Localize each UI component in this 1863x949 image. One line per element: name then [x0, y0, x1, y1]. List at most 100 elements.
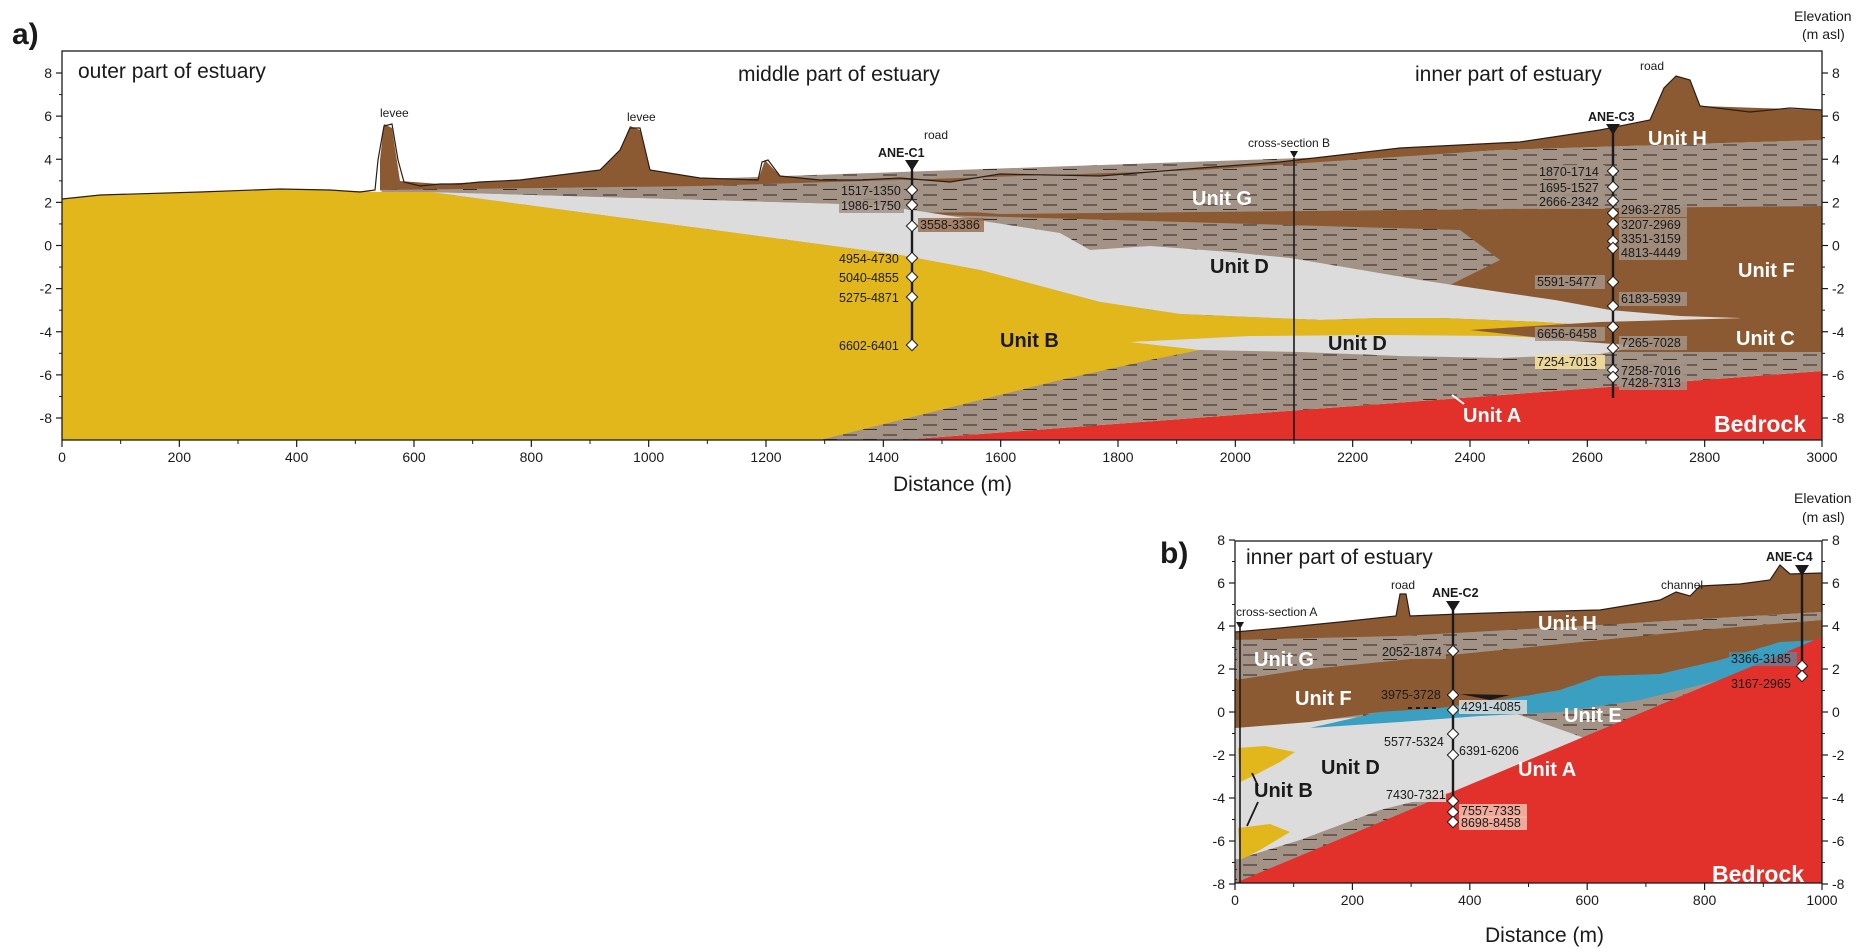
- x-tick-label: 2200: [1337, 449, 1368, 465]
- y-tick-label: 0: [1832, 238, 1840, 254]
- core-c1-label: ANE-C1: [878, 146, 925, 160]
- y-tick-label: -6: [1832, 367, 1845, 383]
- age-label: 5040-4855: [839, 271, 899, 285]
- unit-h-layer: [380, 76, 1822, 190]
- y-tick-label: -6: [1832, 833, 1845, 849]
- x-tick-label: 2000: [1220, 449, 1251, 465]
- age-label: 7428-7313: [1621, 376, 1681, 390]
- unit-a-arrow-a: [1451, 394, 1465, 405]
- core-c2-ages: 2052-1874 3975-3728 4291-4085 5577-5324 …: [1380, 645, 1527, 830]
- x-tick-label: 800: [520, 449, 544, 465]
- y-tick-label: -4: [40, 324, 53, 340]
- age-label: 3167-2965: [1731, 677, 1791, 691]
- x-tick-label: 400: [285, 449, 309, 465]
- panel-a: a) cross-section B: [12, 8, 1852, 496]
- unit-d-label-a-lower: Unit D: [1328, 333, 1387, 355]
- unit-d-label-b: Unit D: [1321, 757, 1380, 779]
- age-label: 6656-6458: [1537, 327, 1597, 341]
- age-label: 4954-4730: [839, 252, 899, 266]
- bedrock-label-a: Bedrock: [1714, 411, 1806, 437]
- age-label: 7557-7335: [1461, 804, 1521, 818]
- zone-title-outer: outer part of estuary: [78, 60, 266, 83]
- core-c3-ages: 1870-1714 1695-1527 2666-2342 2963-2785 …: [1535, 165, 1687, 390]
- y-tick-label: 6: [1217, 575, 1225, 591]
- x-tick-label: 3000: [1806, 449, 1837, 465]
- x-tick-label: 600: [402, 449, 426, 465]
- unit-b-arrow-upper: [1251, 772, 1259, 787]
- age-label: 5591-5477: [1537, 275, 1597, 289]
- age-label: 2666-2342: [1539, 195, 1599, 209]
- core-c3-marker: [1606, 124, 1620, 135]
- y-tick-label: -4: [1213, 790, 1226, 806]
- zone-title-inner: inner part of estuary: [1415, 63, 1602, 86]
- unit-c-layer: [1470, 316, 1822, 352]
- unit-f-layer-b: [1235, 620, 1822, 728]
- unit-e-pinch: [1460, 694, 1510, 700]
- bedrock-label-b: Bedrock: [1712, 861, 1804, 887]
- x-tick-label: 400: [1458, 892, 1482, 908]
- y-tick-label: -8: [40, 410, 53, 426]
- panel-a-label: a): [12, 18, 39, 51]
- cross-section-b-marker: [1290, 151, 1298, 158]
- unit-b-sand: [62, 189, 1740, 440]
- y-tick-label: -8: [1832, 876, 1845, 892]
- y-tick-label: -8: [1832, 410, 1845, 426]
- y-tick-label: 2: [44, 194, 52, 210]
- panel-a-elevation-label-1: Elevation: [1794, 8, 1852, 24]
- zone-title-b: inner part of estuary: [1246, 546, 1433, 569]
- unit-d-upper: [430, 192, 1740, 330]
- panel-b: b) cross-section A road chan: [1160, 490, 1852, 947]
- core-c1-marker: [905, 160, 919, 171]
- unit-a-label-a: Unit A: [1463, 405, 1521, 427]
- age-label: 7254-7013: [1537, 355, 1597, 369]
- x-tick-label: 0: [1231, 892, 1239, 908]
- road-label-2: road: [1640, 59, 1664, 73]
- x-tick-label: 2600: [1572, 449, 1603, 465]
- y-tick-label: 2: [1217, 661, 1225, 677]
- unit-g-layer: [380, 140, 1822, 214]
- age-label: 4291-4085: [1461, 700, 1521, 714]
- x-tick-label: 800: [1693, 892, 1717, 908]
- unit-b-lens-lower: [1238, 824, 1290, 860]
- topography-b: [1235, 564, 1822, 633]
- x-tick-label: 1600: [985, 449, 1016, 465]
- y-tick-label: 4: [44, 151, 52, 167]
- y-tick-label: 6: [1832, 108, 1840, 124]
- age-label: 1986-1750: [841, 199, 901, 213]
- unit-e-layer: [1310, 640, 1822, 728]
- unit-f-label-b: Unit F: [1295, 688, 1352, 710]
- panel-b-x-axis-label: Distance (m): [1485, 924, 1604, 947]
- x-tick-label: 1200: [750, 449, 781, 465]
- x-tick-label: 2400: [1454, 449, 1485, 465]
- x-tick-label: 1800: [1102, 449, 1133, 465]
- core-c4-ages: 3366-3185 3167-2965: [1729, 652, 1797, 691]
- unit-g-label-b: Unit G: [1254, 649, 1314, 671]
- age-label: 3366-3185: [1731, 652, 1791, 666]
- unit-b-label-b: Unit B: [1254, 780, 1313, 802]
- core-c2-samples: [1446, 644, 1460, 829]
- unit-b-label-a: Unit B: [1000, 330, 1059, 352]
- age-label: 2052-1874: [1382, 645, 1442, 659]
- core-c3-samples: [1606, 164, 1620, 384]
- age-label: 1695-1527: [1539, 181, 1599, 195]
- y-tick-label: -2: [40, 281, 53, 297]
- unit-h-label-a: Unit H: [1648, 128, 1707, 150]
- y-tick-label: 2: [1832, 194, 1840, 210]
- y-tick-label: 6: [1832, 575, 1840, 591]
- x-tick-label: 1000: [1806, 892, 1837, 908]
- y-tick-label: -8: [1213, 876, 1226, 892]
- age-label: 3558-3386: [920, 218, 980, 232]
- y-tick-label: -2: [1832, 747, 1845, 763]
- unit-d-lower: [1130, 335, 1640, 358]
- y-tick-label: -2: [1213, 747, 1226, 763]
- y-tick-label: 8: [1832, 532, 1840, 548]
- x-tick-label: 1000: [633, 449, 664, 465]
- age-label: 4813-4449: [1621, 246, 1681, 260]
- age-label: 6602-6401: [839, 339, 899, 353]
- age-label: 1517-1350: [841, 184, 901, 198]
- y-tick-label: 0: [44, 238, 52, 254]
- panel-a-geology: [62, 75, 1822, 440]
- levee-label-1: levee: [380, 106, 409, 120]
